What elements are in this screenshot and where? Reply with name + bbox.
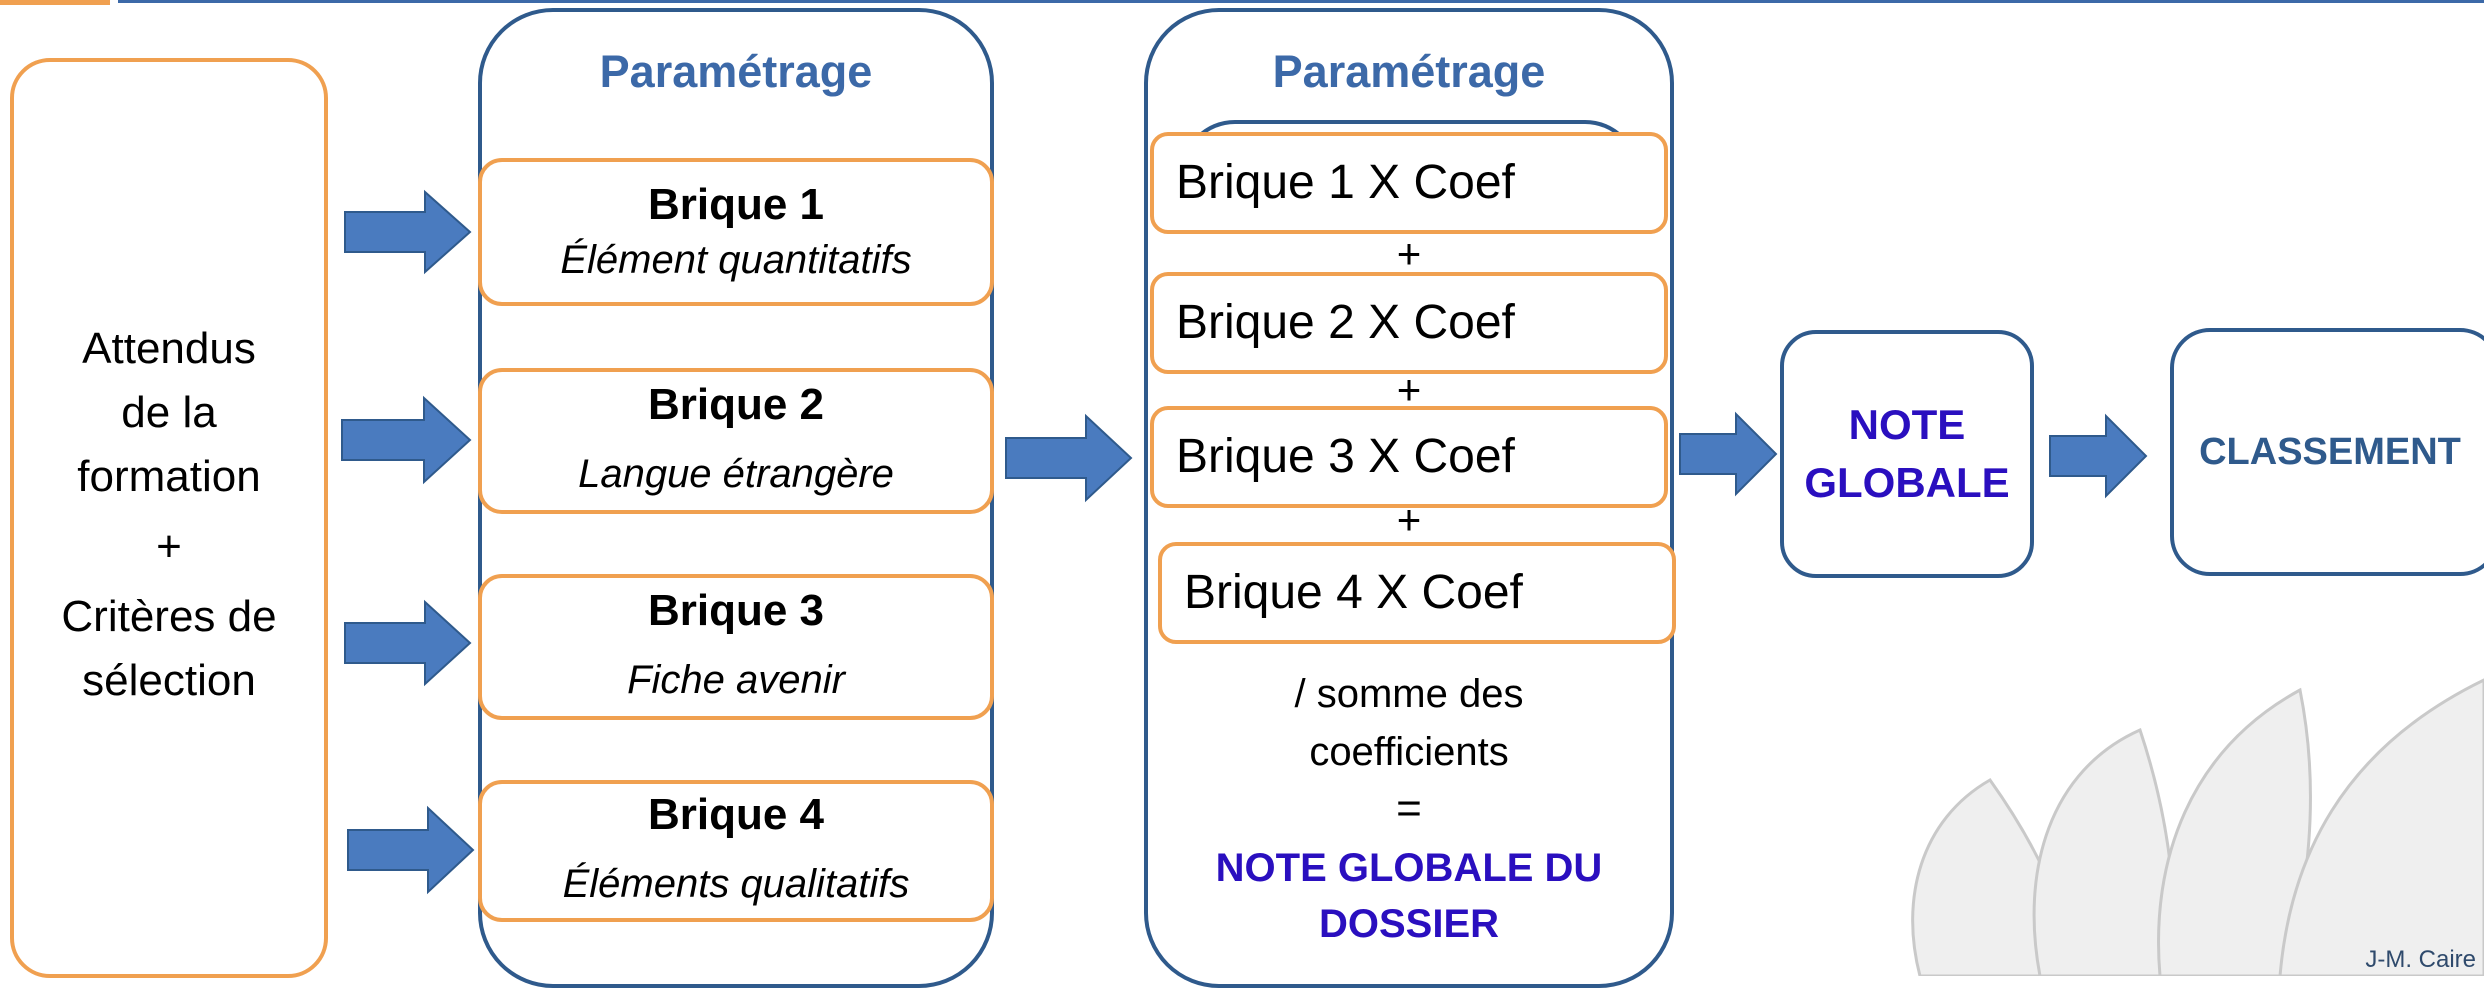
- coef-row-2-label: Brique 2 X Coef: [1176, 296, 1515, 349]
- divide-line-1: / somme des: [1294, 672, 1524, 716]
- attendus-line2: de la: [121, 388, 217, 437]
- brique-2-subtitle: Langue étrangère: [578, 452, 894, 496]
- plus-2: +: [1396, 366, 1422, 413]
- attendus-plus: +: [156, 522, 182, 571]
- brique-3-box: Brique 3 Fiche avenir: [478, 574, 994, 720]
- author-credit: J-M. Caire: [2365, 946, 2476, 973]
- panel2-title: Paramétrage: [1272, 46, 1546, 97]
- classement-label: CLASSEMENT: [2199, 430, 2461, 473]
- arrow-to-panel-2: [1005, 413, 1133, 503]
- arrow-to-brique-3: [344, 599, 472, 687]
- brique-3-subtitle: Fiche avenir: [627, 658, 845, 702]
- plus-1: +: [1396, 230, 1422, 277]
- arrow-to-classement: [2049, 413, 2148, 499]
- brique-1-box: Brique 1 Élément quantitatifs: [478, 158, 994, 306]
- brique-1-title: Brique 1: [647, 180, 825, 229]
- arrow-to-brique-2: [341, 395, 472, 485]
- result-line-2: DOSSIER: [1318, 902, 1500, 946]
- brique-4-subtitle: Éléments qualitatifs: [562, 862, 910, 906]
- brique-1-subtitle: Élément quantitatifs: [560, 238, 912, 282]
- equals-sign: =: [1396, 784, 1422, 833]
- coef-row-2: Brique 2 X Coef: [1150, 272, 1668, 374]
- brique-4-title: Brique 4: [647, 790, 825, 839]
- attendus-box: Attendus de la formation + Critères de s…: [10, 58, 328, 978]
- panel1-title: Paramétrage: [599, 46, 873, 97]
- brique-2-box: Brique 2 Langue étrangère: [478, 368, 994, 514]
- arrow-to-brique-4: [347, 805, 475, 895]
- coef-row-3: Brique 3 X Coef: [1150, 406, 1668, 508]
- attendus-line1: Attendus: [82, 324, 256, 373]
- coef-row-4-label: Brique 4 X Coef: [1184, 566, 1523, 619]
- coef-row-3-label: Brique 3 X Coef: [1176, 430, 1515, 483]
- coef-row-1-label: Brique 1 X Coef: [1176, 156, 1515, 209]
- classement-box: CLASSEMENT: [2170, 328, 2484, 576]
- plus-3: +: [1396, 496, 1422, 543]
- header-accent: [0, 0, 110, 5]
- note-globale-line1: NOTE: [1848, 401, 1966, 448]
- header-line: [118, 0, 2484, 3]
- shell-logo-watermark: [1911, 678, 2484, 976]
- attendus-line3: formation: [77, 452, 261, 501]
- note-globale-box: NOTE GLOBALE: [1780, 330, 2034, 578]
- arrow-to-brique-1: [344, 189, 472, 275]
- criteres-line1: Critères de: [61, 592, 277, 641]
- note-globale-line2: GLOBALE: [1804, 459, 2010, 506]
- arrow-to-note-globale: [1679, 411, 1778, 497]
- divide-line-2: coefficients: [1309, 730, 1509, 774]
- result-line-1: NOTE GLOBALE DU: [1215, 846, 1603, 890]
- brique-2-title: Brique 2: [647, 380, 825, 429]
- criteres-line2: sélection: [82, 656, 256, 705]
- coef-row-4: Brique 4 X Coef: [1158, 542, 1676, 644]
- brique-3-title: Brique 3: [647, 586, 825, 635]
- brique-4-box: Brique 4 Éléments qualitatifs: [478, 780, 994, 922]
- coef-row-1: Brique 1 X Coef: [1150, 132, 1668, 234]
